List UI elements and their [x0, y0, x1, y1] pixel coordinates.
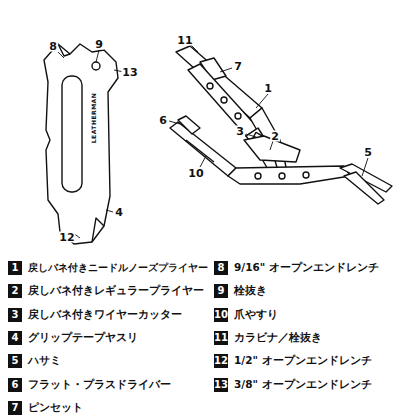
parts-list-item: 1 戻しバネ付きニードルノーズプライヤー [8, 261, 208, 275]
parts-list-item: 5 ハサミ [8, 354, 61, 368]
parts-list-item: 6 フラット・プラスドライバー [8, 378, 171, 392]
callout-number: 13 [214, 378, 228, 392]
parts-list-item: 7 ピンセット [8, 401, 83, 415]
part-name: グリップテープヤスリ [28, 331, 138, 345]
parts-list-item: 8 9/16" オープンエンドレンチ [214, 261, 379, 275]
card-slot [62, 76, 82, 192]
callout-number: 9 [214, 284, 228, 298]
part-name: 爪やすり [234, 308, 278, 322]
callout-number: 3 [8, 308, 22, 322]
callout-number: 13 [121, 67, 138, 78]
callout-number: 1 [8, 261, 22, 275]
part-name: 栓抜き [234, 284, 267, 298]
callout-number: 2 [8, 284, 22, 298]
key-card [44, 44, 118, 244]
parts-list-item: 11 カラビナ／栓抜き [214, 331, 322, 345]
callout-number: 7 [8, 401, 22, 415]
card-notch [92, 218, 104, 242]
callout-number: 6 [8, 378, 22, 392]
callout-number: 4 [8, 331, 22, 345]
parts-list-item: 4 グリップテープヤスリ [8, 331, 138, 345]
parts-list-item: 13 3/8" オープンエンドレンチ [214, 378, 372, 392]
parts-list-item: 12 1/2" オープンエンドレンチ [214, 354, 372, 368]
card-hole [92, 62, 100, 70]
tool-driver [178, 116, 200, 134]
callout-number: 11 [176, 35, 193, 46]
part-name: 戻しバネ付きレギュラープライヤー [28, 284, 204, 298]
callout-number: 2 [270, 131, 280, 142]
part-name: フラット・プラスドライバー [28, 378, 171, 392]
callout-number: 1 [263, 83, 273, 94]
brand-text: LEATHERMAN [91, 92, 97, 145]
part-name: 戻しバネ付きニードルノーズプライヤー [28, 262, 208, 275]
tool-handle [188, 64, 258, 136]
callout-number: 5 [363, 147, 373, 158]
callout-number: 4 [114, 207, 124, 218]
callout-number: 5 [8, 354, 22, 368]
callout-number: 11 [214, 331, 228, 345]
callout-number: 10 [187, 168, 204, 179]
part-name: 9/16" オープンエンドレンチ [234, 261, 379, 275]
tool-handle [176, 46, 262, 118]
parts-list-item: 2 戻しバネ付きレギュラープライヤー [8, 284, 204, 298]
callout-number: 12 [214, 354, 228, 368]
part-name: 1/2" オープンエンドレンチ [234, 354, 372, 368]
parts-list-item: 3 戻しバネ付きワイヤーカッター [8, 308, 182, 322]
scissors [344, 172, 384, 204]
callout-number: 8 [214, 261, 228, 275]
parts-list-item: 10 爪やすり [214, 308, 278, 322]
callout-number: 9 [94, 39, 104, 50]
part-name: カラビナ／栓抜き [234, 331, 322, 345]
callout-number: 6 [158, 115, 168, 126]
callout-number: 10 [214, 308, 228, 322]
part-name: ハサミ [28, 354, 61, 368]
callout-number: 7 [233, 61, 243, 72]
part-name: 戻しバネ付きワイヤーカッター [28, 308, 182, 322]
part-name: ピンセット [28, 401, 83, 415]
tool-handle [228, 166, 350, 184]
parts-list-item: 9 栓抜き [214, 284, 267, 298]
callout-number: 3 [235, 126, 245, 137]
part-name: 3/8" オープンエンドレンチ [234, 378, 372, 392]
callout-number: 12 [58, 232, 75, 243]
callout-number: 8 [48, 41, 58, 52]
